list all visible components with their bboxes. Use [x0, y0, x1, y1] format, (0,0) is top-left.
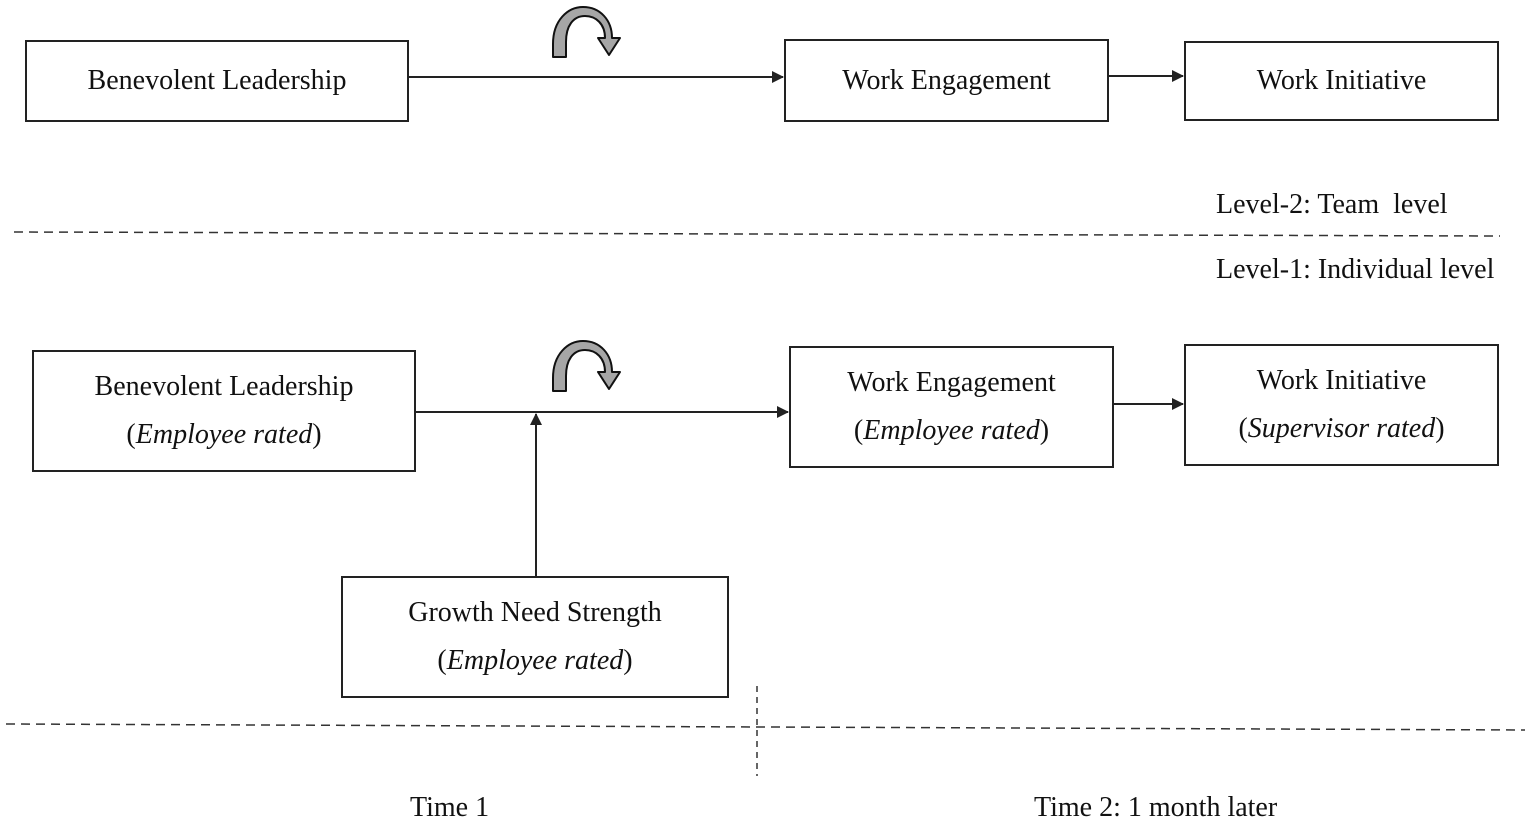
level-2-label: Level-2: Team level — [1216, 189, 1448, 220]
team-work-engagement-box: Work Engagement — [784, 39, 1109, 122]
box-rater: (Employee rated) — [126, 419, 322, 450]
curved-arrow-icon — [552, 340, 621, 392]
individual-benevolent-leadership-box: Benevolent Leadership (Employee rated) — [32, 350, 416, 472]
individual-work-initiative-box: Work Initiative (Supervisor rated) — [1184, 344, 1499, 466]
box-rater: (Employee rated) — [853, 415, 1050, 446]
level-1-label: Level-1: Individual level — [1216, 254, 1495, 285]
box-title: Work Engagement — [847, 367, 1056, 398]
box-rater: (Supervisor rated) — [1238, 413, 1445, 444]
team-benevolent-leadership-box: Benevolent Leadership — [25, 40, 409, 122]
box-rater: (Employee rated) — [437, 645, 633, 676]
level-separator-line — [13, 231, 1501, 237]
growth-need-strength-box: Growth Need Strength (Employee rated) — [341, 576, 729, 698]
time-2-label: Time 2: 1 month later — [1034, 792, 1278, 823]
curved-arrow-icon — [552, 6, 621, 58]
box-label: Work Initiative — [1256, 65, 1427, 96]
box-label: Work Engagement — [842, 64, 1051, 96]
box-label: Benevolent Leadership — [87, 65, 347, 96]
box-title: Growth Need Strength — [408, 597, 662, 628]
box-title: Benevolent Leadership — [94, 371, 354, 402]
team-work-initiative-box: Work Initiative — [1184, 41, 1499, 121]
individual-work-engagement-box: Work Engagement (Employee rated) — [789, 346, 1114, 468]
box-title: Work Initiative — [1256, 365, 1427, 396]
time-separator-line — [5, 723, 1526, 731]
time-1-label: Time 1 — [410, 792, 490, 823]
